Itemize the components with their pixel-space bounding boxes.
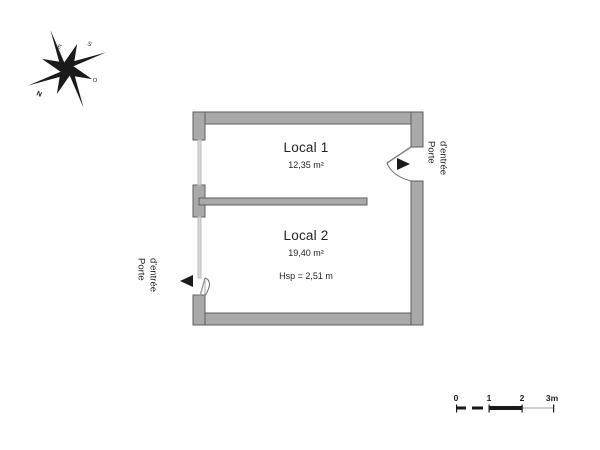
room-area-local-1: 12,35 m² (288, 159, 324, 170)
compass-label-s: S (86, 41, 92, 48)
compass-label-o: O (91, 77, 98, 84)
door-label-right-line2: d'entrée (437, 141, 449, 176)
wall-partition (198, 197, 368, 206)
door-label-right-line1: Porte (425, 141, 437, 164)
door-right-swing (386, 146, 412, 182)
scale-tick-3: 3m (545, 393, 559, 403)
wall-top (192, 111, 424, 125)
scale-tick-2: 2 (519, 393, 525, 403)
wall-bottom (192, 312, 424, 326)
scale-bar-labels: 0 1 2 3m (452, 393, 559, 404)
door-label-left-line2: d'entrée (147, 258, 159, 293)
door-label-left: Porte d'entrée (134, 258, 159, 322)
compass-rose-icon: E S O N (27, 29, 107, 109)
compass-rose: E S O N (26, 28, 108, 110)
room-label-local-1: Local 1 12,35 m² (246, 140, 366, 171)
room-area-local-2: 19,40 m² (288, 247, 324, 258)
wall-left-upper (192, 111, 206, 141)
wall-left-lower (192, 294, 206, 326)
door-label-right: Porte d'entrée (424, 141, 449, 205)
wall-right-lower (410, 180, 424, 326)
door-label-left-line1: Porte (135, 258, 147, 281)
wall-left-opening (197, 139, 202, 279)
scale-tick-1: 1 (486, 393, 492, 403)
wall-right-upper (410, 111, 424, 148)
room-label-local-2: Local 2 19,40 m² Hsp = 2,51 m (246, 228, 366, 282)
room-name-local-2: Local 2 (283, 228, 329, 243)
scale-bar-icon (456, 404, 555, 413)
compass-label-n: N (35, 90, 42, 98)
door-left-swing (199, 277, 210, 297)
scale-tick-0: 0 (453, 393, 459, 403)
door-right-arrow-icon (397, 158, 410, 170)
room-name-local-1: Local 1 (283, 140, 329, 155)
scale-bar: 0 1 2 3m (452, 393, 558, 415)
door-left-arrow-icon (180, 275, 193, 287)
compass-label-e: E (56, 44, 62, 51)
room-height-local-2: Hsp = 2,51 m (279, 271, 333, 282)
